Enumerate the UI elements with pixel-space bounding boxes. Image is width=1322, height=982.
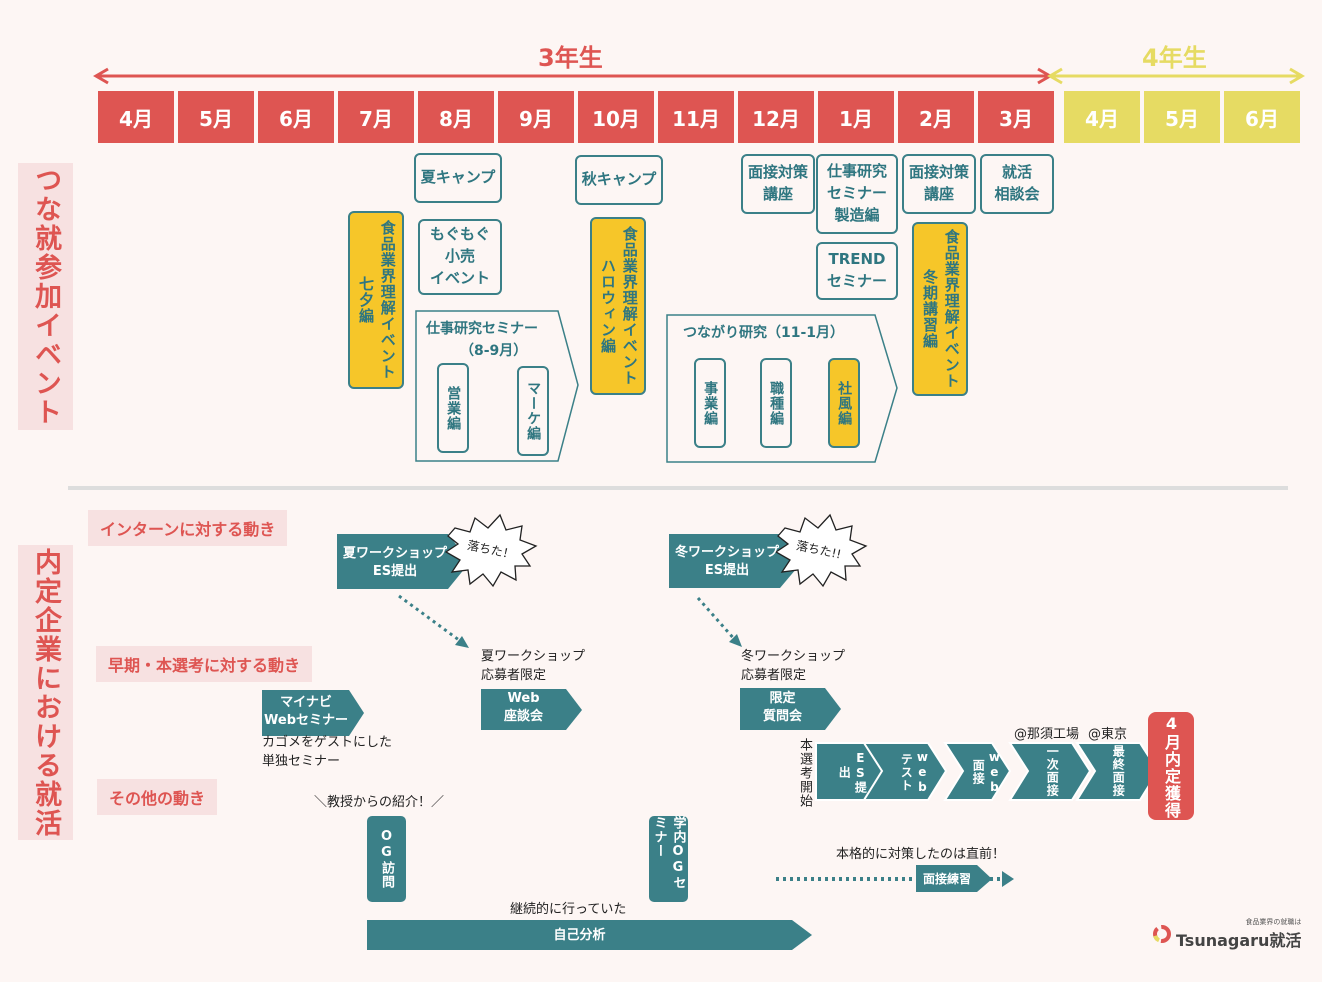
mynavi-seminar: マイナビ Webセミナー — [264, 695, 348, 728]
mynavi-note: カゴメをゲストにした 単独セミナー — [262, 735, 393, 769]
month-4-4: 4月 — [1064, 91, 1140, 143]
category-intern: インターンに対する動き — [88, 510, 288, 546]
culture-edition: 社風編 — [828, 358, 860, 448]
offer-april: 4月内定獲得 — [1148, 712, 1194, 820]
logo: 食品業界の就職は Tsunagaru就活 — [1152, 917, 1301, 951]
section-job-hunting: 内定企業における就活 — [18, 545, 73, 840]
location-nasu: @那須工場 — [1014, 727, 1080, 742]
month-3-10: 10月 — [578, 91, 654, 143]
step-webtest: webテスト — [899, 749, 930, 795]
marketing-edition: マーケ編 — [517, 366, 549, 456]
month-3-7: 7月 — [338, 91, 414, 143]
month-3-6: 6月 — [258, 91, 334, 143]
winter-ws-es: 冬ワークショップ ES提出 — [674, 545, 779, 578]
logo-icon — [1152, 924, 1172, 944]
career-consult: 就活 相談会 — [980, 154, 1054, 214]
month-4-6: 6月 — [1224, 91, 1300, 143]
location-tokyo: @東京 — [1088, 727, 1128, 742]
logo-name: Tsunagaru就活 — [1176, 931, 1302, 950]
campus-og-seminar: 学内OGセミナー — [649, 816, 688, 902]
month-3-2: 2月 — [898, 91, 974, 143]
sales-edition: 営業編 — [437, 363, 469, 453]
self-analysis: 自己分析 — [553, 928, 606, 943]
job-research-title: 仕事研究セミナー — [426, 321, 538, 337]
connection-title: つながり研究（11-1月） — [683, 325, 845, 341]
autumn-camp: 秋キャンプ — [575, 155, 663, 205]
year3-label: 3年生 — [534, 38, 607, 73]
winter-ws-note: 冬ワークショップ 応募者限定 — [741, 649, 846, 683]
trend-seminar: TREND セミナー — [816, 242, 898, 300]
summer-ws-es: 夏ワークショップ ES提出 — [342, 546, 447, 579]
step-es: ES提出 — [837, 750, 868, 794]
og-visit: OG訪問 — [367, 816, 406, 902]
job-research-mfg: 仕事研究 セミナー 製造編 — [816, 154, 898, 234]
category-early: 早期・本選考に対する動き — [96, 646, 313, 682]
category-other: その他の動き — [97, 779, 218, 815]
step-first-interview: 一次面接 — [1045, 745, 1060, 797]
year4-label: 4年生 — [1138, 38, 1211, 73]
step-web-interview: web面接 — [971, 749, 1002, 795]
year-arrows — [93, 67, 1305, 85]
month-3-5: 5月 — [178, 91, 254, 143]
step-final-interview: 最終面接 — [1111, 745, 1126, 797]
month-3-11: 11月 — [658, 91, 734, 143]
month-3-3: 3月 — [978, 91, 1054, 143]
summer-camp: 夏キャンプ — [414, 153, 502, 203]
continuous-note: 継続的に行っていた — [510, 902, 627, 917]
qa-meeting: 限定 質問会 — [762, 691, 802, 724]
month-3-12: 12月 — [738, 91, 814, 143]
winter-course-event: 食品業界理解イベント冬期講習編 — [912, 222, 968, 396]
web-meeting: Web 座談会 — [503, 691, 543, 724]
mogumogu-event: もぐもぐ 小売 イベント — [418, 219, 502, 295]
month-4-5: 5月 — [1144, 91, 1220, 143]
section-events: つな就参加イベント — [18, 163, 73, 430]
job-research-period: （8-9月） — [460, 343, 528, 359]
month-3-4: 4月 — [98, 91, 174, 143]
month-3-1: 1月 — [818, 91, 894, 143]
occupation-edition: 職種編 — [760, 358, 792, 448]
halloween-event: 食品業界理解イベントハロウィン編 — [590, 217, 646, 395]
interview-course-1: 面接対策 講座 — [741, 154, 815, 214]
month-3-8: 8月 — [418, 91, 494, 143]
interview-course-2: 面接対策 講座 — [902, 154, 976, 214]
main-selection-start: 本選考開始 — [797, 738, 812, 808]
professor-note: ＼教授からの紹介！／ — [314, 795, 445, 810]
logo-tagline: 食品業界の就職は — [1245, 918, 1302, 926]
interview-practice: 面接練習 — [922, 872, 971, 886]
tanabata-event: 食品業界理解イベント七夕編 — [348, 211, 404, 389]
business-edition: 事業編 — [694, 358, 726, 448]
summer-ws-note: 夏ワークショップ 応募者限定 — [481, 649, 586, 683]
serious-note: 本格的に対策したのは直前！ — [836, 847, 1006, 862]
month-3-9: 9月 — [498, 91, 574, 143]
